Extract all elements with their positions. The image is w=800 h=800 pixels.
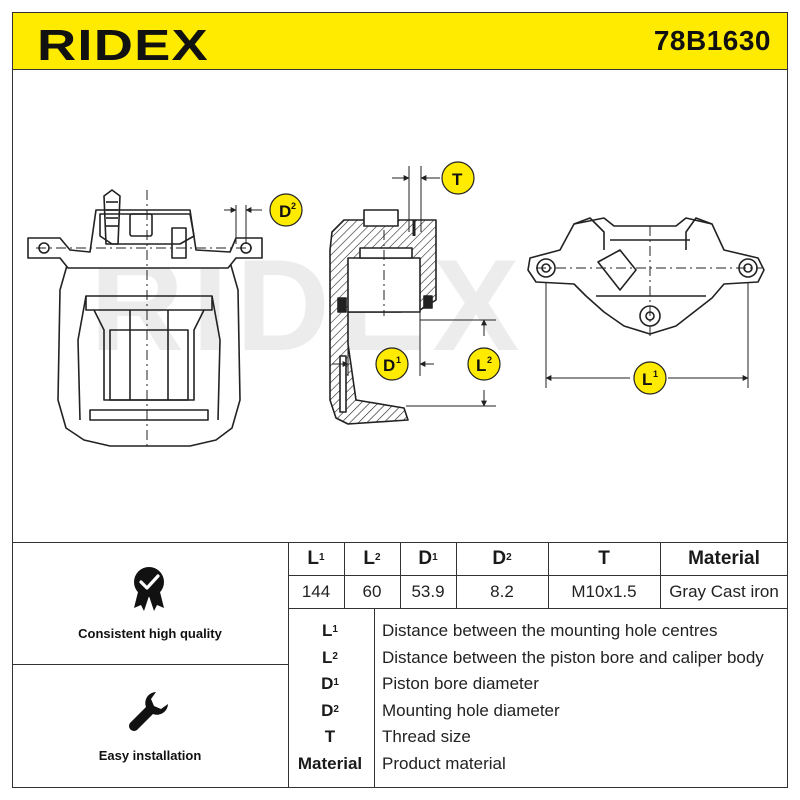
part-number: 78B1630 <box>653 25 771 56</box>
wrench-icon <box>129 692 168 731</box>
legend-divider <box>374 608 375 788</box>
svg-text:T: T <box>452 170 463 189</box>
legend-text-l2: Distance between the piston bore and cal… <box>382 648 764 667</box>
spec-value-l1: 144 <box>301 582 331 601</box>
legend-key-material: Material <box>297 754 363 773</box>
spec-header-t: T <box>598 548 610 569</box>
svg-text:D: D <box>383 356 395 375</box>
spec-value-d1: 53.9 <box>411 582 445 601</box>
header-bar: RIDEX 78B1630 <box>12 12 788 70</box>
spec-col-divider <box>548 542 549 608</box>
spec-col-divider <box>660 542 661 608</box>
legend-text-t: Thread size <box>382 727 471 746</box>
d2-dimension <box>224 205 262 244</box>
svg-text:L: L <box>642 370 652 389</box>
l1-callout: L 1 <box>633 361 667 395</box>
t-callout: T <box>441 161 475 195</box>
d1-callout: D 1 <box>375 347 409 381</box>
svg-text:D: D <box>279 202 291 221</box>
t-dimension <box>392 166 440 232</box>
ridex-logo: RIDEX <box>37 21 209 66</box>
caliper-top-view <box>527 217 765 340</box>
legend-text-d2: Mounting hole diameter <box>382 701 560 720</box>
svg-text:2: 2 <box>487 355 492 365</box>
spec-header-divider <box>288 575 788 576</box>
svg-text:1: 1 <box>653 369 658 379</box>
caliper-front-view <box>27 189 263 450</box>
spec-header-material: Material <box>688 548 760 569</box>
svg-text:1: 1 <box>396 355 401 365</box>
spec-col-divider <box>344 542 345 608</box>
l2-dimension <box>406 319 496 407</box>
legend-key-t: T <box>324 727 336 746</box>
technical-drawing: RIDEX D 2 <box>27 161 765 450</box>
svg-text:L: L <box>476 356 486 375</box>
feature-label-quality: Consistent high quality <box>78 626 222 641</box>
d1-dimension <box>332 312 434 376</box>
d2-callout: D 2 <box>269 193 303 227</box>
quality-badge-icon <box>134 567 164 611</box>
l2-callout: L 2 <box>467 347 501 381</box>
spec-value-t: M10x1.5 <box>571 582 637 601</box>
brand-logo-text: RIDEX <box>37 21 209 66</box>
legend-text-material: Product material <box>382 754 506 773</box>
spec-value-material: Gray Cast iron <box>669 582 779 601</box>
spec-values-divider <box>288 608 788 609</box>
svg-text:2: 2 <box>291 201 296 211</box>
spec-col-divider <box>456 542 457 608</box>
legend-text-l1: Distance between the mounting hole centr… <box>382 621 718 640</box>
legend-text-d1: Piston bore diameter <box>382 674 539 693</box>
spec-col-divider <box>400 542 401 608</box>
spec-value-d2: 8.2 <box>490 582 514 601</box>
features-divider <box>288 542 289 788</box>
features-row-divider <box>12 664 288 665</box>
spec-value-l2: 60 <box>362 582 382 601</box>
l1-dimension <box>545 282 749 388</box>
feature-label-installation: Easy installation <box>98 748 202 763</box>
